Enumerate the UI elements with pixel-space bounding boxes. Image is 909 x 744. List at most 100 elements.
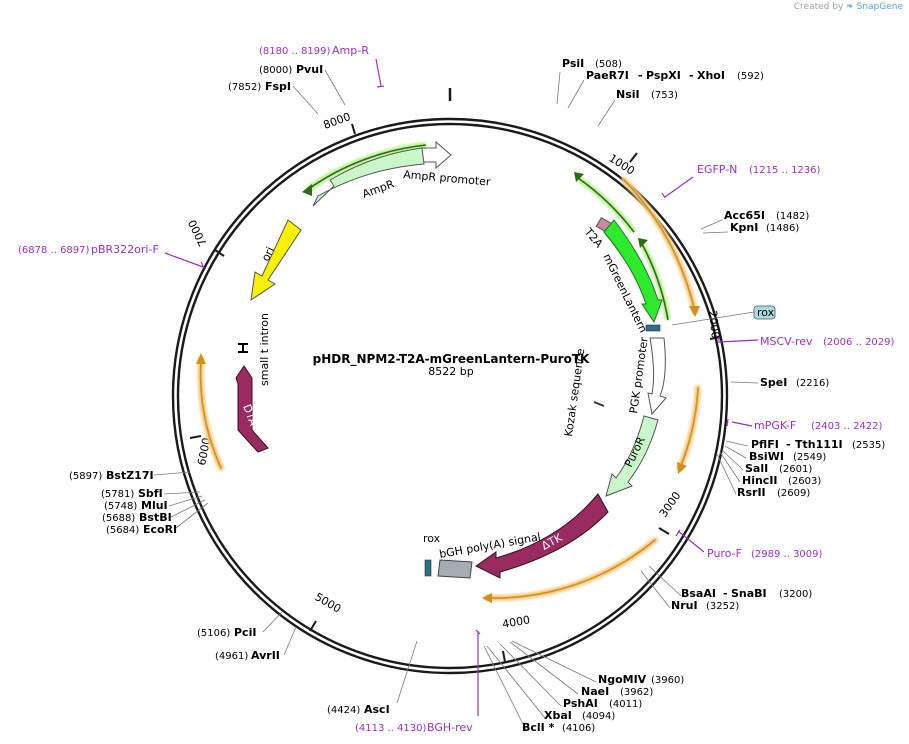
tick-6000 bbox=[189, 435, 202, 439]
orange-arcs bbox=[197, 177, 701, 602]
site-spei-pos: (2216) bbox=[796, 378, 829, 389]
backbone-outer bbox=[171, 117, 729, 675]
primer-pbr322ori-f-mark bbox=[164, 252, 205, 269]
watermark-brand: SnapGene bbox=[856, 2, 903, 12]
site-naei-pos: (3962) bbox=[620, 687, 653, 698]
leader-asci bbox=[396, 640, 418, 704]
site-ecori-pos: (5684) bbox=[106, 525, 139, 536]
puror-feature bbox=[605, 415, 659, 497]
site-bstz17i-pos: (5897) bbox=[69, 471, 102, 482]
leader-acc65i bbox=[700, 219, 723, 230]
rox-site-right bbox=[645, 324, 661, 332]
site-pflfi-name: PflFI bbox=[751, 438, 779, 451]
site-acc65i-name: Acc65I bbox=[724, 209, 765, 222]
site-pshai-pos: (4011) bbox=[609, 699, 642, 710]
site-pshai-name: PshAI bbox=[563, 697, 598, 710]
site-leaders bbox=[153, 69, 759, 731]
leader-bsaai bbox=[648, 565, 682, 597]
small-t-intron-mark bbox=[238, 343, 248, 353]
primer-amp-r-mark bbox=[375, 58, 385, 88]
leader-xbai bbox=[486, 645, 546, 719]
site-naei-name: NaeI bbox=[581, 685, 609, 698]
leader-pvui bbox=[324, 69, 346, 106]
pgk-promoter-feature bbox=[647, 337, 667, 416]
leader-bstbi bbox=[170, 499, 206, 518]
site-sbfi-pos: (5781) bbox=[101, 489, 134, 500]
primer-bgh-rev-name: BGH-rev bbox=[427, 721, 473, 734]
leader-kpni bbox=[702, 231, 729, 234]
tick-label-3000: 3000 bbox=[657, 489, 684, 519]
site-bcli-pos: (4106) bbox=[562, 723, 595, 734]
site-bsaai-sep: - bbox=[723, 587, 728, 600]
tick-marks bbox=[189, 123, 722, 663]
primer-pbr322ori-f-name: pBR322ori-F bbox=[91, 243, 159, 256]
green-arcs bbox=[305, 142, 671, 321]
primer-puro-f-name: Puro-F bbox=[707, 547, 742, 560]
ampr-promoter-label: AmpR promoter bbox=[403, 168, 492, 189]
tick-label-2000: 2000 bbox=[706, 310, 722, 339]
site-ngomiv-pos: (3960) bbox=[651, 675, 684, 686]
site-hincii-name: HincII bbox=[742, 474, 778, 487]
leader-sali bbox=[721, 449, 744, 471]
primer-mscv-rev-range: (2006 .. 2029) bbox=[823, 337, 895, 348]
leader-bcli bbox=[483, 645, 527, 731]
primer-amp-r-range: (8180 .. 8199) bbox=[259, 46, 331, 57]
mgreenlantern-feature bbox=[603, 219, 663, 324]
site-pcii-pos: (5106) bbox=[197, 628, 230, 639]
site-bstbi-name: BstBI bbox=[139, 511, 172, 524]
leader-mlui bbox=[168, 495, 203, 507]
tick-4000 bbox=[502, 650, 506, 663]
primer-mpgk-f-range: (2403 .. 2422) bbox=[811, 421, 883, 432]
orange-arc-right-top-core bbox=[623, 179, 696, 313]
site-mlui-pos: (5748) bbox=[104, 501, 137, 512]
primer-egfp-n-mark bbox=[661, 176, 694, 199]
ori-feature bbox=[250, 219, 302, 302]
rox-small-label: rox bbox=[423, 532, 441, 545]
site-paer7i-name: PaeR7I bbox=[586, 69, 629, 82]
leader-ngomiv bbox=[511, 640, 597, 683]
leader-pcii bbox=[262, 611, 283, 633]
tick-5000 bbox=[309, 620, 317, 632]
site-nrui-pos: (3252) bbox=[706, 601, 739, 612]
tick-1000 bbox=[629, 152, 638, 163]
site-pvui-name: PvuI bbox=[296, 63, 323, 76]
leader-rsrii bbox=[716, 453, 737, 495]
site-xhoi-name: XhoI bbox=[697, 69, 725, 82]
site-sali-pos: (2601) bbox=[779, 464, 812, 475]
primer-mscv-rev-name: MSCV-rev bbox=[760, 335, 813, 348]
site-bstz17i-name: BstZ17I bbox=[106, 469, 154, 482]
site-paer7i-sep: - bbox=[638, 69, 643, 82]
plasmid-name: pHDR_NPM2-T2A-mGreenLantern-PuroTK bbox=[313, 352, 590, 367]
primer-mpgk-f-mark bbox=[726, 418, 753, 427]
pgk-promoter-label: PGK promoter bbox=[627, 336, 651, 414]
leader-bsiwi bbox=[724, 445, 747, 459]
site-rsrii-pos: (2609) bbox=[777, 488, 810, 499]
ampr-feature bbox=[312, 147, 425, 207]
site-tth111i-pos: (2535) bbox=[852, 440, 885, 451]
orange-arc-left-core bbox=[199, 359, 222, 469]
watermark-prefix: Created by bbox=[793, 2, 844, 12]
leader-paer7i bbox=[567, 79, 585, 109]
leader-pshai bbox=[499, 643, 562, 707]
site-mlui-name: MluI bbox=[141, 499, 168, 512]
tick-label-4000: 4000 bbox=[501, 613, 531, 631]
plasmid-length: 8522 bp bbox=[428, 365, 473, 378]
site-pcii-name: PciI bbox=[234, 626, 256, 639]
orange-arrowhead-bottom bbox=[482, 593, 492, 603]
green-arc-right-outer-core bbox=[577, 177, 635, 233]
primer-marks bbox=[164, 58, 759, 716]
site-bsaai-name: BsaAI bbox=[681, 587, 716, 600]
site-psii-name: PsiI bbox=[562, 57, 584, 70]
site-paer7i-sep2: - bbox=[689, 69, 694, 82]
orange-arc-bottom bbox=[484, 537, 658, 602]
primer-amp-r-name: Amp-R bbox=[332, 44, 369, 57]
leader-avrii bbox=[283, 626, 297, 656]
site-sali-name: SalI bbox=[745, 462, 768, 475]
ampr-label: AmpR bbox=[361, 177, 397, 201]
dta-feature bbox=[235, 365, 269, 453]
green-arc-right-inner-core bbox=[641, 243, 669, 321]
site-nrui-name: NruI bbox=[671, 599, 698, 612]
kozak-mark bbox=[593, 401, 605, 407]
site-acc65i-pos: (1482) bbox=[776, 211, 809, 222]
leader-pflfi bbox=[725, 440, 749, 447]
